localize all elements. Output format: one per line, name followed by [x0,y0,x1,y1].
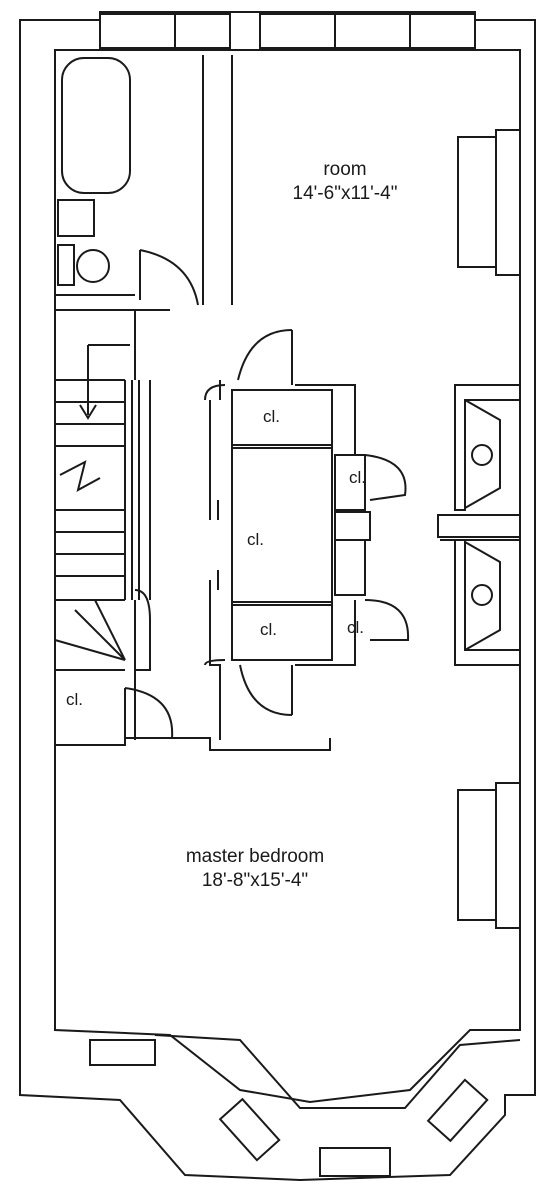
closet-door-right-lower [364,599,410,641]
window-top-3 [259,13,336,49]
closet-label-right-upper: cl. [349,468,366,487]
master-bedroom-dimensions: 18'-8"x15'-4" [201,870,309,891]
stair-arrow [79,344,130,420]
chimney-breast [437,514,521,538]
window-top-4 [334,13,411,49]
fireplace-room-flue [495,129,521,276]
window-top-5 [409,13,476,49]
bath-door-swing [139,249,199,306]
stair-break-line [59,460,101,492]
fireplace-room-mantel [457,136,497,268]
room-label: room 14'-6"x11'-4" [270,158,420,206]
stair-newel [134,589,151,671]
hearth-upper-grate [471,444,493,466]
closet-connector [334,511,371,541]
stair-closet-door [124,687,174,739]
outer-wall [19,11,536,1182]
closet-label-center: cl. [247,530,264,549]
room-door-swing [237,329,293,381]
master-bedroom-name: master bedroom [185,846,325,867]
room-name: room [323,159,367,180]
closet-door-hall-lower [239,664,293,716]
hall-wall-right [209,380,221,740]
hall-wall-left [134,310,151,740]
master-bedroom-label: master bedroom 18'-8"x15'-4" [150,845,360,893]
window-top-1 [99,13,176,49]
closet-center [231,444,333,606]
closet-label-stairs: cl. [66,690,83,709]
bay-window-frame [154,1034,521,1109]
hearth-lower-grate [471,584,493,606]
window-bottom-left [89,1039,156,1066]
closet-label-lower: cl. [260,620,277,639]
closet-label-right-lower: cl. [347,618,364,637]
toilet-bowl [76,249,110,283]
closet-outer-right [295,384,356,666]
door-jamb-upper [204,384,226,401]
stair-treads [54,379,126,661]
window-top-2 [174,13,231,49]
closet-right-upper [334,454,366,511]
door-jamb-lower [204,659,226,666]
bay-window-left [218,1097,281,1162]
toilet-tank [57,244,75,286]
bathtub [61,57,131,194]
closet-lower [231,604,333,661]
room-dimensions: 14'-6"x11'-4" [292,183,398,204]
closet-door-right-upper [364,454,407,501]
fireplace-master-flue [495,782,521,929]
fireplace-master-mantel [457,789,497,921]
hearth-lower [464,541,501,651]
closet-upper [231,389,333,446]
hall-bottom-wall [55,737,331,751]
bay-window-right [426,1078,489,1143]
sink-cabinet [57,199,95,237]
bay-window-center [319,1147,391,1177]
closet-label-upper: cl. [263,407,280,426]
closet-right-lower [334,539,366,596]
hearth-upper [464,399,501,509]
